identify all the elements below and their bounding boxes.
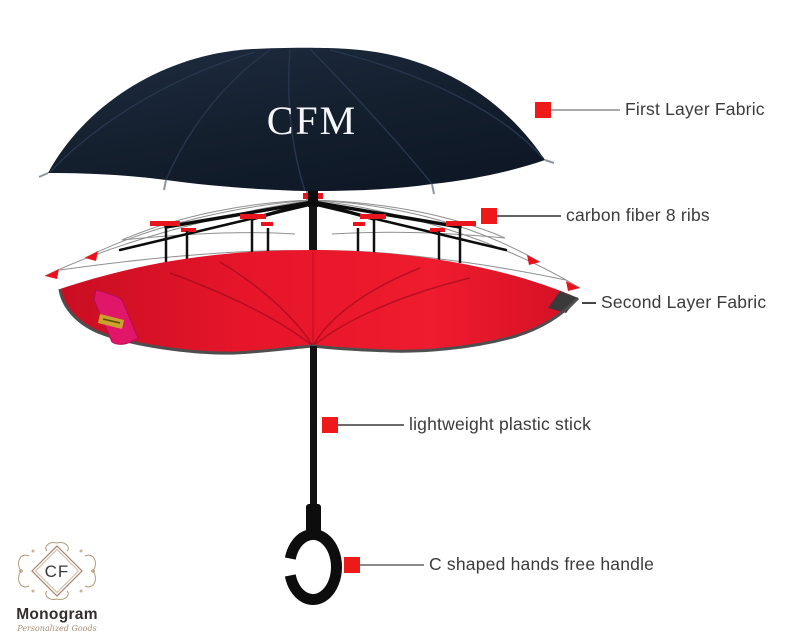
- callout-first-layer: First Layer Fabric: [535, 99, 765, 120]
- frame-arc-red-tips: [45, 251, 580, 291]
- callout-second-layer: Second Layer Fabric: [582, 292, 766, 313]
- callout-line: [551, 108, 620, 111]
- logo-initials: CF: [45, 562, 70, 581]
- red-marker: [344, 556, 360, 573]
- callout-label: lightweight plastic stick: [409, 414, 592, 434]
- red-marker: [481, 207, 497, 224]
- stick-grip: [306, 504, 321, 534]
- plastic-stick: [310, 346, 317, 508]
- rib-joint-markers: [150, 214, 476, 232]
- callout-label: Second Layer Fabric: [601, 292, 767, 312]
- callout-ribs: carbon fiber 8 ribs: [481, 205, 710, 226]
- inverted-umbrella: [44, 191, 581, 355]
- logo-tagline: Personalized Goods: [17, 624, 97, 633]
- ferrule: [308, 191, 318, 207]
- callout-line: [497, 214, 561, 217]
- callout-handle: C shaped hands free handle: [344, 554, 654, 575]
- red-marker: [535, 101, 551, 118]
- strap-tag-text-mark: [102, 318, 121, 324]
- canopy-right-tip: [548, 291, 578, 313]
- rib-struts: [164, 219, 462, 263]
- second-layer-canopy: [60, 250, 578, 354]
- callout-label: carbon fiber 8 ribs: [566, 205, 710, 225]
- logo-diamond: [31, 545, 83, 597]
- callout-label: C shaped hands free handle: [429, 554, 655, 574]
- callout-line: [582, 301, 596, 304]
- brand-logo: CF Monogram Personalized Goods: [12, 538, 102, 633]
- canopy-seams: [49, 48, 544, 192]
- logo-name: Monogram: [16, 606, 98, 623]
- carbon-ribs: [118, 200, 508, 252]
- first-layer-umbrella: CFM: [38, 47, 555, 202]
- c-handle: [284, 529, 342, 605]
- callout-line: [338, 423, 404, 426]
- canopy-monogram-text: CFM: [267, 98, 358, 143]
- frame-arc-lines: [44, 199, 581, 289]
- callout-stick: lightweight plastic stick: [322, 414, 591, 435]
- red-canopy-seams: [169, 252, 471, 347]
- callout-line: [360, 563, 424, 566]
- tie-strap: [93, 289, 139, 345]
- pole-upper: [309, 200, 317, 258]
- logo-flourishes: [18, 542, 96, 600]
- logo-emblem: CF: [18, 542, 96, 600]
- callout-label: First Layer Fabric: [625, 99, 765, 119]
- red-marker: [322, 416, 338, 433]
